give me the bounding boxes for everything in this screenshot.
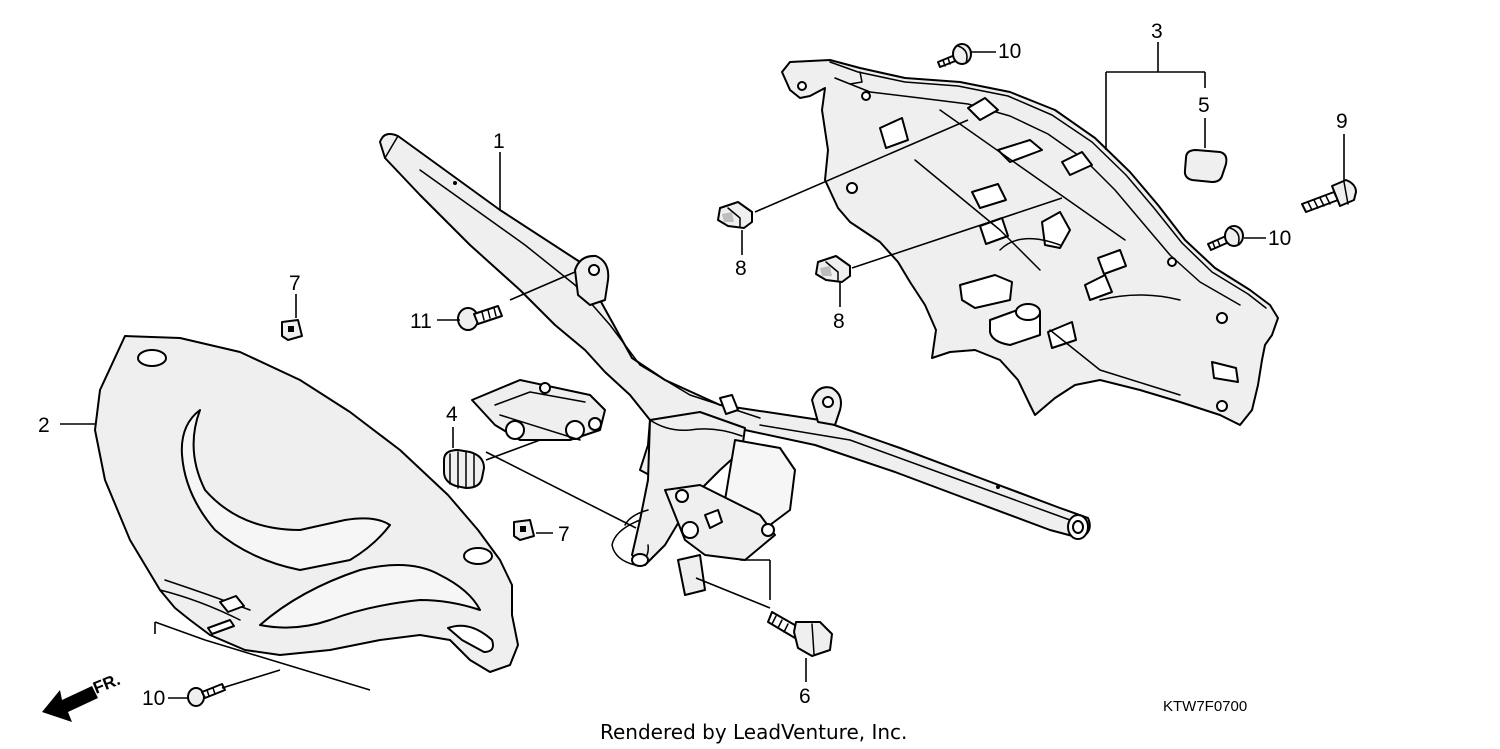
fr-label: FR.	[90, 670, 123, 698]
cap-part-5	[1183, 149, 1228, 183]
clip-part-8-lower	[815, 255, 851, 283]
callout-9: 9	[1336, 110, 1348, 133]
callout-3: 3	[1151, 20, 1163, 43]
callout-4: 4	[446, 403, 458, 426]
screw-part-10-right	[1207, 225, 1244, 251]
screw-part-10-lower	[187, 683, 226, 707]
callout-8-lower: 8	[833, 310, 845, 333]
handlebar-pipe	[379, 133, 1091, 596]
bolt-part-6	[767, 611, 833, 657]
screw-part-11	[457, 305, 503, 331]
callout-1: 1	[493, 130, 505, 153]
grommet-part-4	[443, 449, 485, 489]
clip-part-8-upper	[717, 201, 753, 229]
callout-7-upper: 7	[289, 272, 301, 295]
screw-part-9	[1301, 179, 1357, 213]
diagram-code: KTW7F0700	[1163, 698, 1247, 715]
callout-bracket-3	[1105, 42, 1206, 150]
render-credit: Rendered by LeadVenture, Inc.	[600, 720, 907, 744]
callout-2: 2	[38, 414, 50, 437]
leader-lines	[60, 51, 1345, 699]
callout-7-lower: 7	[558, 523, 570, 546]
nut-part-7-lower	[513, 519, 535, 541]
front-direction-arrow: FR.	[42, 670, 123, 722]
front-handlebar-cover	[94, 335, 519, 673]
callout-labels: 1 2 3 4 5 6 7 7 8 8 9 10 10 10 11	[38, 20, 1348, 710]
callout-11: 11	[410, 310, 432, 333]
screw-part-10-upper	[937, 43, 972, 68]
nut-part-7-upper	[281, 319, 303, 341]
callout-8-upper: 8	[735, 257, 747, 280]
callout-10-right: 10	[1268, 227, 1291, 250]
callout-10-upper: 10	[998, 40, 1021, 63]
callout-6: 6	[799, 685, 811, 708]
callout-10-lower: 10	[142, 687, 165, 710]
rear-handlebar-cover	[781, 59, 1279, 426]
callout-5: 5	[1198, 94, 1210, 117]
